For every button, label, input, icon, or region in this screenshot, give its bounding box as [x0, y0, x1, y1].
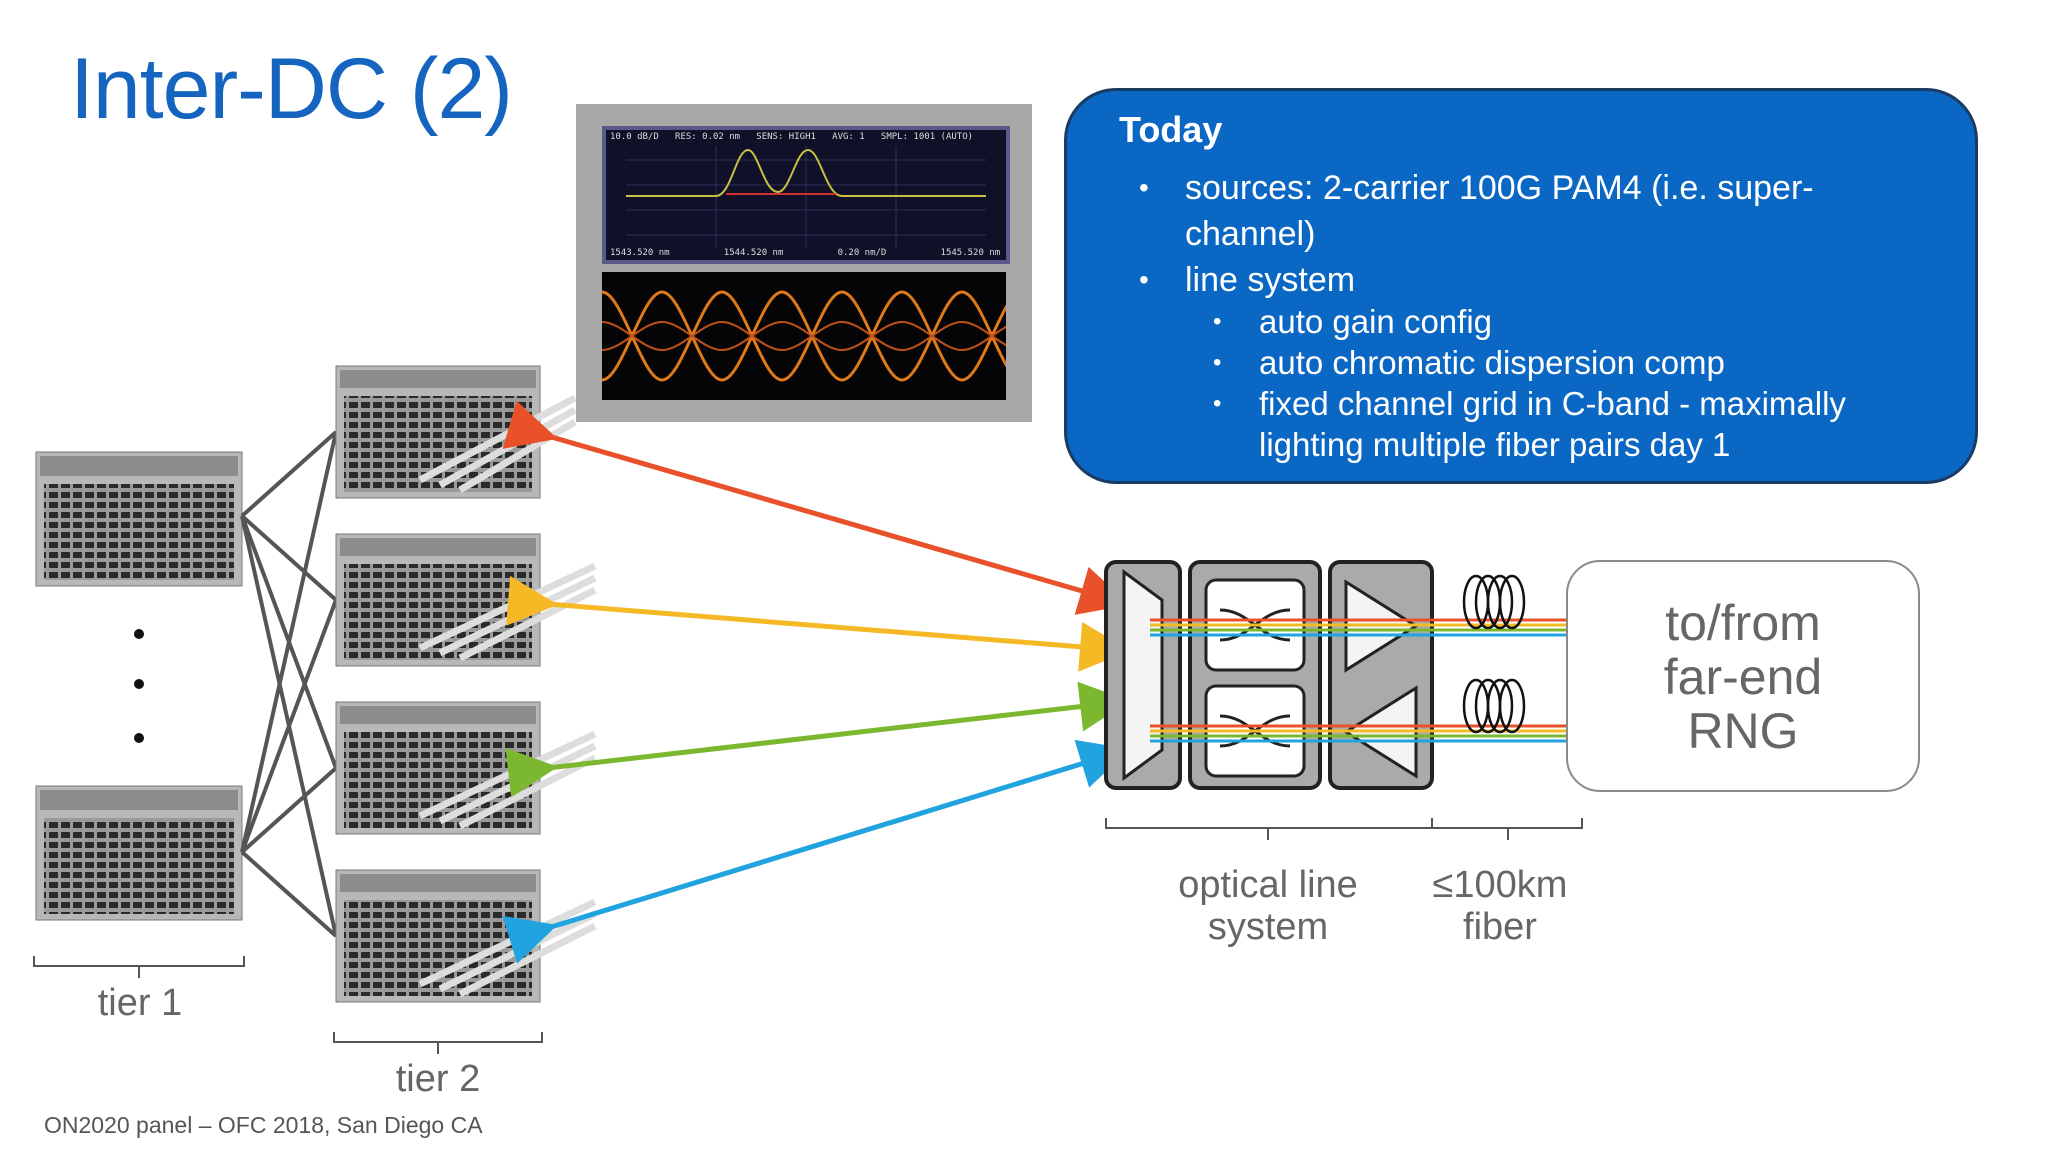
- arrow-blue: [502, 739, 1130, 964]
- ols-line-2: system: [1207, 906, 1329, 948]
- slide-title: Inter-DC (2): [70, 41, 513, 137]
- ellipsis-dots: [134, 629, 144, 743]
- today-heading: Today: [1119, 109, 1223, 150]
- rng-line-1: to/from: [1665, 595, 1821, 651]
- fiber-line-1: ≤100km: [1432, 864, 1568, 906]
- tier2-label: tier 2: [395, 1058, 481, 1100]
- eye-pattern: [602, 272, 1006, 400]
- sub-bullet-dispersion: auto chromatic dispersion comp: [1213, 342, 1899, 383]
- tier2-switch-2: [335, 533, 597, 667]
- bullet-line-system: line system: [1139, 257, 1885, 303]
- arrow-green: [505, 681, 1130, 798]
- osa-header-text: 10.0 dB/D RES: 0.02 nm SENS: HIGH1 AVG: …: [610, 132, 974, 142]
- mesh-links: [240, 430, 338, 938]
- tier1-switch-top: [35, 451, 243, 587]
- fiber-label: ≤100km fiber: [1410, 864, 1590, 948]
- optical-line-system-label: optical line system: [1128, 864, 1408, 948]
- slide-footer: ON2020 panel – OFC 2018, San Diego CA: [44, 1112, 483, 1138]
- amplifier-block: [1328, 560, 1434, 790]
- eye-diagram-display: [602, 272, 1006, 400]
- spectrum-trace: [626, 146, 986, 248]
- osa-footer-text: 1543.520 nm 1544.520 nm 0.20 nm/D 1545.5…: [610, 248, 1001, 258]
- tier1-switch-bottom: [35, 785, 243, 921]
- sub-bullet-list: auto gain config auto chromatic dispersi…: [1213, 301, 1899, 465]
- arrow-yellow: [506, 575, 1130, 672]
- fiber-line-2: fiber: [1463, 906, 1537, 948]
- today-callout: Today sources: 2-carrier 100G PAM4 (i.e.…: [1064, 88, 1978, 484]
- optical-spectrum-display: 10.0 dB/D RES: 0.02 nm SENS: HIGH1 AVG: …: [602, 126, 1010, 264]
- arrow-red: [502, 400, 1130, 615]
- ols-line-1: optical line: [1178, 864, 1358, 906]
- mux-block: [1104, 560, 1182, 790]
- brackets: [33, 818, 1583, 1054]
- tier2-switch-4: [335, 869, 597, 1003]
- tier1-label: tier 1: [97, 982, 183, 1024]
- bullet-list: sources: 2-carrier 100G PAM4 (i.e. super…: [1139, 165, 1885, 303]
- rng-label: to/from far-end RNG: [1568, 596, 1918, 758]
- rng-line-3: RNG: [1687, 703, 1799, 759]
- spectrum-eye-screenshot: 10.0 dB/D RES: 0.02 nm SENS: HIGH1 AVG: …: [576, 104, 1032, 422]
- sub-bullet-gain: auto gain config: [1213, 301, 1899, 342]
- roadm-block: [1188, 560, 1322, 790]
- sub-bullet-channel-grid: fixed channel grid in C-band - maximally…: [1213, 383, 1899, 465]
- bullet-sources: sources: 2-carrier 100G PAM4 (i.e. super…: [1139, 165, 1885, 257]
- rng-line-2: far-end: [1663, 649, 1823, 705]
- fiber-spool-icon: [1462, 574, 1526, 734]
- far-end-rng-box: to/from far-end RNG: [1566, 560, 1920, 792]
- tier2-switch-1: [335, 365, 577, 499]
